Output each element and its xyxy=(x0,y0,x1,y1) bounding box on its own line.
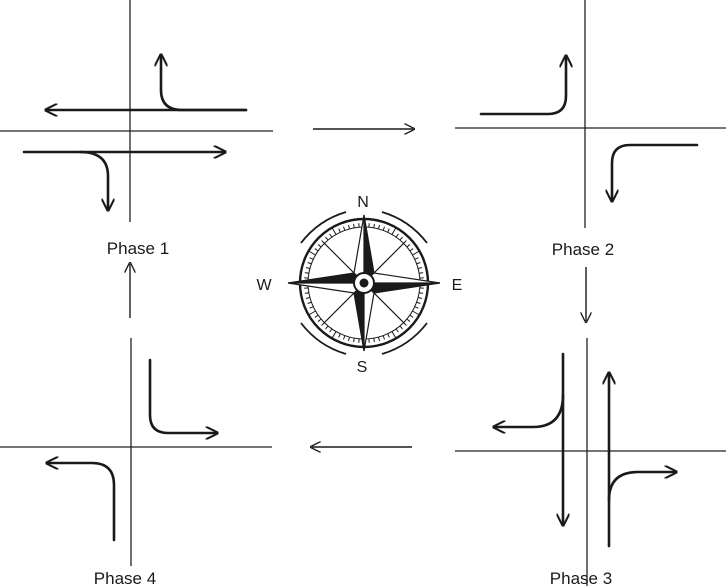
compass-tick xyxy=(317,318,322,322)
compass-tick xyxy=(309,306,314,309)
compass-tick xyxy=(329,328,333,333)
phase-1-eastbound-right-turn-arrow xyxy=(78,150,108,209)
compass-outer-arc-ne xyxy=(381,211,428,244)
compass-tick xyxy=(373,223,375,228)
compass-tick xyxy=(391,331,397,339)
compass-outer-arc-se xyxy=(381,322,428,355)
compass-tick xyxy=(331,331,337,339)
compass-tick xyxy=(395,233,399,238)
compass-tick xyxy=(304,272,309,274)
compass-tick xyxy=(391,227,397,235)
compass-tick xyxy=(403,240,407,244)
compass-center-dot xyxy=(359,278,369,288)
compass-tick xyxy=(395,328,399,333)
compass-tick xyxy=(399,325,403,330)
phase-4-southbound-left-turn-arrow xyxy=(148,358,216,433)
compass-tick xyxy=(409,248,414,252)
compass-tick xyxy=(353,338,355,343)
compass-tick xyxy=(403,322,407,326)
compass-tick xyxy=(353,223,355,228)
compass-degree-ticks xyxy=(300,219,428,347)
compass-tick xyxy=(325,236,329,241)
compass-tick xyxy=(414,306,419,309)
compass-tick xyxy=(382,335,385,340)
phase-3-label: Phase 3 xyxy=(550,569,612,586)
compass-tick xyxy=(406,244,411,248)
compass-tick xyxy=(343,335,346,340)
compass-tick xyxy=(419,292,424,294)
compass-tick xyxy=(304,292,309,294)
compass-outer-arc-nw xyxy=(300,211,347,244)
compass-tick xyxy=(417,297,423,300)
phase-1-label: Phase 1 xyxy=(107,239,169,258)
compass-tick xyxy=(416,301,421,304)
compass-cardinal-points xyxy=(287,214,441,352)
phase-3-northbound-right-turn-arrow xyxy=(607,472,675,502)
compass-tick xyxy=(307,301,312,304)
compass-tick xyxy=(308,250,316,256)
compass-tick xyxy=(416,262,421,265)
compass-label-s: S xyxy=(357,359,368,376)
compass-tick xyxy=(412,250,420,256)
phase-sequence-arrows xyxy=(130,129,586,447)
phase-1-intersection: Phase 1 xyxy=(0,0,273,258)
compass-outer-arc-sw xyxy=(300,322,347,355)
phase-2-eastbound-left-turn-arrow xyxy=(479,57,566,116)
compass-tick xyxy=(305,266,311,269)
phase-2-label: Phase 2 xyxy=(552,240,614,259)
compass-tick xyxy=(325,325,329,330)
compass-tick xyxy=(387,228,390,233)
compass-tick xyxy=(414,257,419,260)
compass-tick xyxy=(305,297,311,300)
compass-tick xyxy=(321,322,325,326)
compass-tick xyxy=(399,236,403,241)
compass-tick xyxy=(314,248,319,252)
compass-label-w: W xyxy=(256,277,272,294)
compass-tick xyxy=(309,257,314,260)
compass-tick xyxy=(338,228,341,233)
compass-tick xyxy=(347,336,350,342)
phase-1-westbound-right-turn-arrow xyxy=(161,56,248,112)
phase-3-intersection: Phase 3 xyxy=(455,338,726,586)
phase-4-label: Phase 4 xyxy=(94,569,156,586)
compass-tick xyxy=(373,338,375,343)
phase-4-intersection: Phase 4 xyxy=(0,338,272,586)
compass-tick xyxy=(317,244,322,248)
compass-rose: N E S W xyxy=(256,194,462,376)
compass-label-e: E xyxy=(452,277,463,294)
compass-tick xyxy=(378,224,381,230)
compass-tick xyxy=(314,314,319,318)
compass-tick xyxy=(329,233,333,238)
compass-tick xyxy=(347,224,350,230)
compass-tick xyxy=(419,272,424,274)
compass-tick xyxy=(343,226,346,231)
phase-3-southbound-right-turn-arrow xyxy=(495,393,565,427)
phase-2-intersection: Phase 2 xyxy=(455,0,726,259)
compass-tick xyxy=(331,227,337,235)
compass-tick xyxy=(387,333,390,338)
phase-2-westbound-left-turn-arrow xyxy=(612,143,699,200)
compass-tick xyxy=(412,310,420,316)
phase-4-northbound-left-turn-arrow xyxy=(48,463,116,542)
compass-tick xyxy=(409,314,414,318)
compass-tick xyxy=(406,318,411,322)
compass-tick xyxy=(338,333,341,338)
compass-label-n: N xyxy=(357,194,369,211)
compass-tick xyxy=(321,240,325,244)
compass-tick xyxy=(308,310,316,316)
compass-tick xyxy=(417,266,423,269)
compass-tick xyxy=(382,226,385,231)
compass-tick xyxy=(378,336,381,342)
compass-tick xyxy=(307,262,312,265)
